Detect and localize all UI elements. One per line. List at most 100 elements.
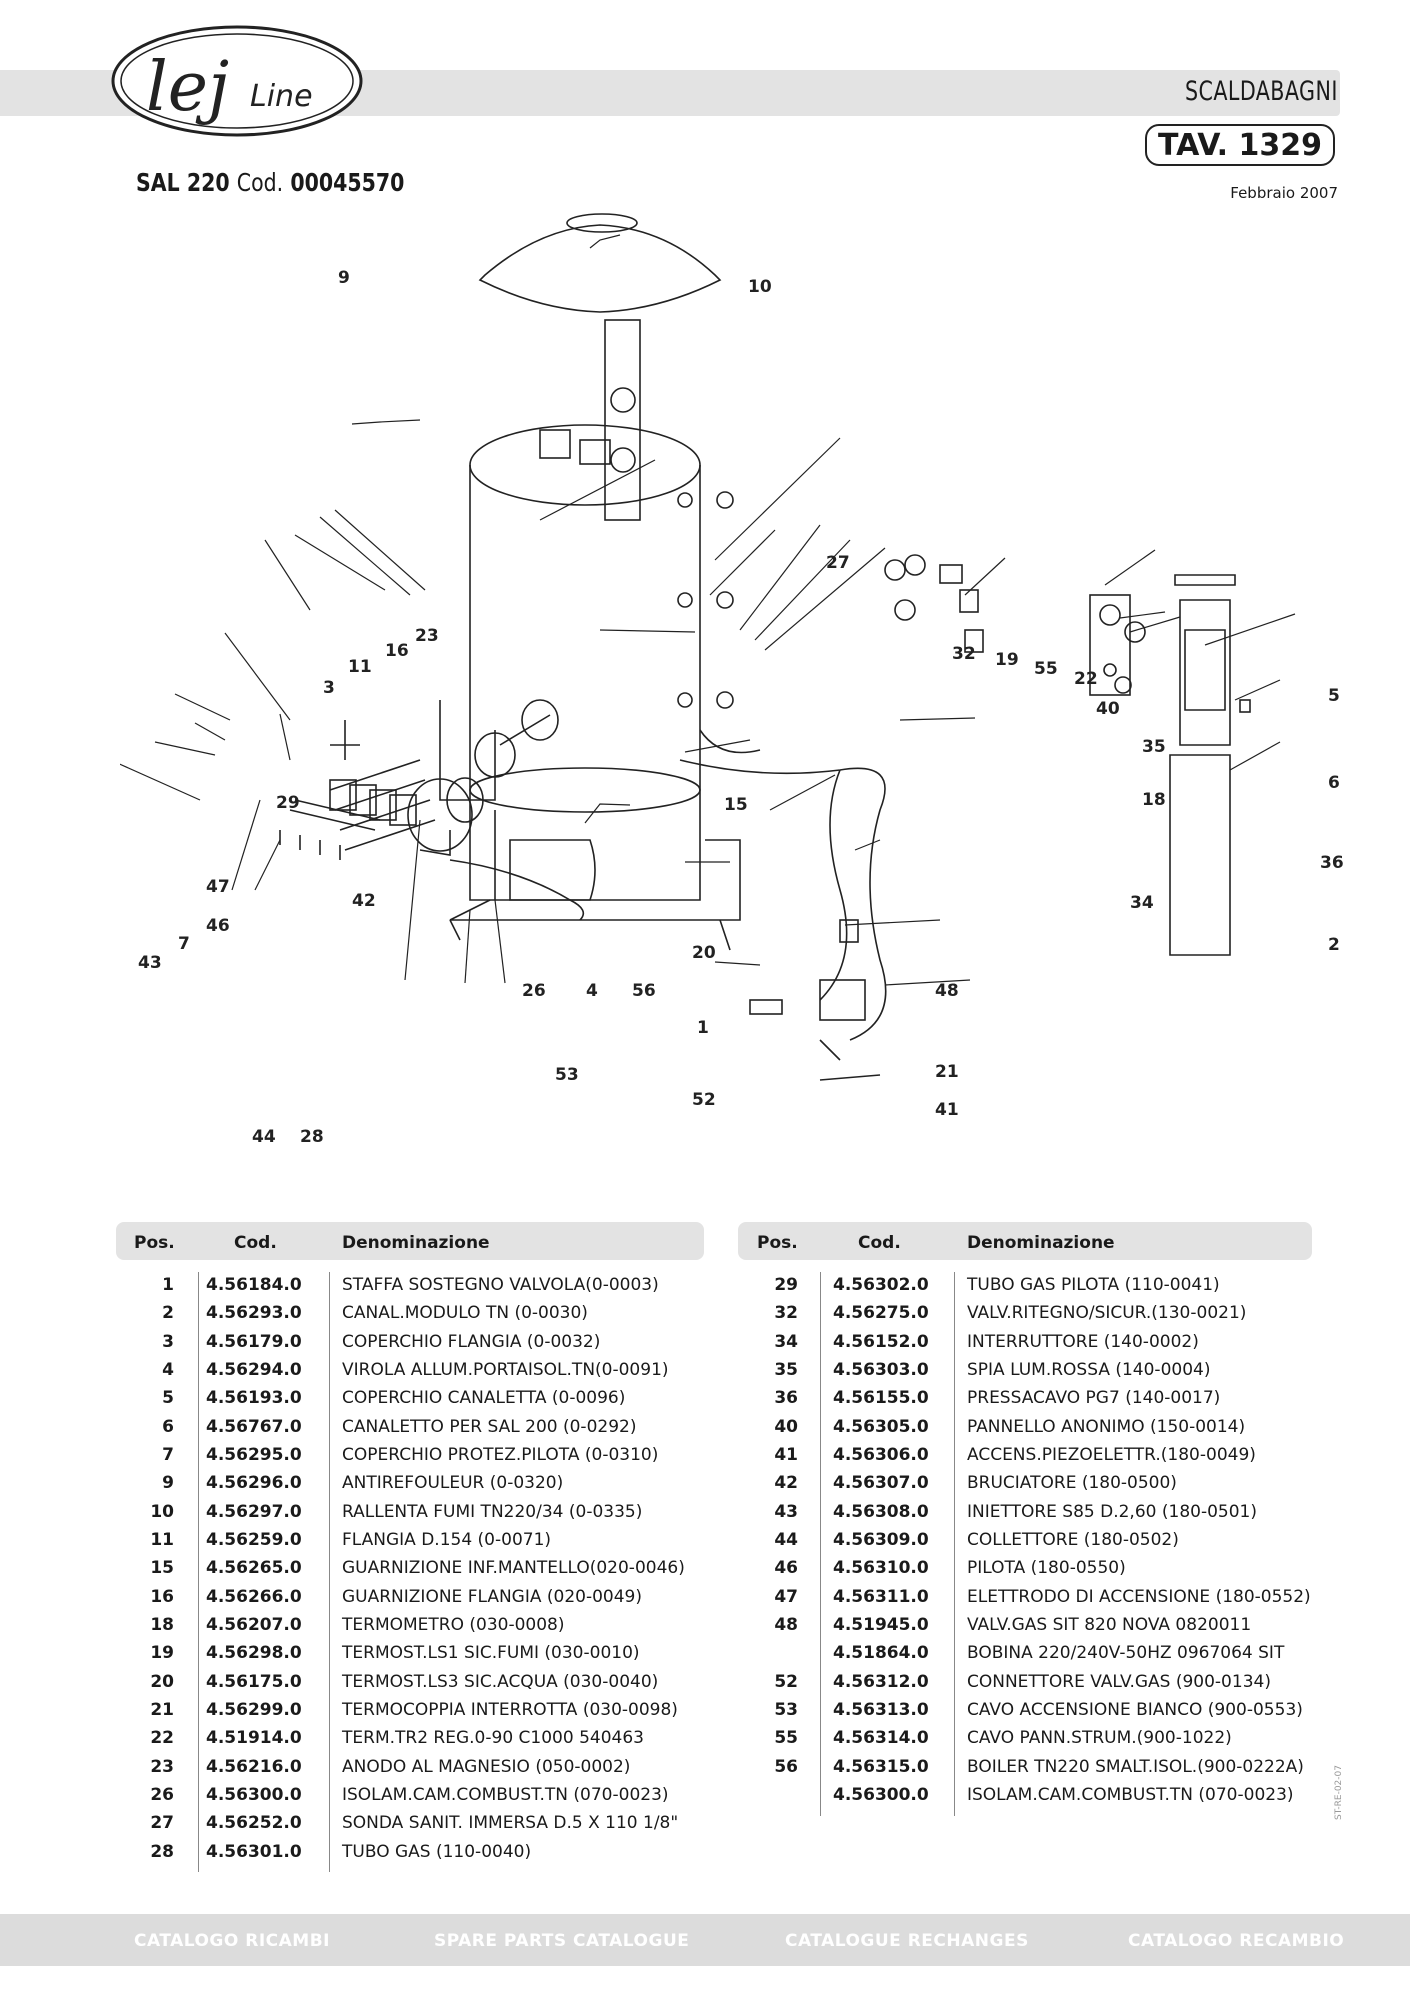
row-den: TERMOST.LS3 SIC.ACQUA (030-0040) [342, 1672, 659, 1692]
row-pos: 7 [162, 1445, 174, 1465]
table-header-right [738, 1222, 1312, 1260]
row-den: GUARNIZIONE FLANGIA (020-0049) [342, 1587, 643, 1607]
row-cod: 4.56311.0 [833, 1587, 929, 1607]
header-cod-right: Cod. [858, 1233, 901, 1253]
row-pos: 1 [162, 1275, 174, 1295]
row-cod: 4.56315.0 [833, 1757, 929, 1777]
header-den-left: Denominazione [342, 1233, 490, 1253]
row-cod: 4.56767.0 [206, 1417, 302, 1437]
burner-drawing [329, 759, 436, 851]
row-cod: 4.51945.0 [833, 1615, 929, 1635]
table-row: 36 4.56155.0 PRESSACAVO PG7 (140-0017) [0, 1388, 1340, 1414]
row-den: ANODO AL MAGNESIO (050-0002) [342, 1757, 631, 1777]
row-pos: 9 [162, 1473, 174, 1493]
table-row: 7 4.56295.0 COPERCHIO PROTEZ.PILOTA (0-0… [0, 1445, 704, 1471]
row-den: VALV.GAS SIT 820 NOVA 0820011 [967, 1615, 1252, 1635]
table-row: 10 4.56297.0 RALLENTA FUMI TN220/34 (0-0… [0, 1502, 704, 1528]
callout-9: 9 [338, 268, 350, 288]
table-row: 26 4.56300.0 ISOLAM.CAM.COMBUST.TN (070-… [0, 1785, 704, 1811]
row-cod: 4.56305.0 [833, 1417, 929, 1437]
row-den: RALLENTA FUMI TN220/34 (0-0335) [342, 1502, 643, 1522]
model-title: SAL 220 Cod. 00045570 [136, 168, 404, 197]
row-pos: 29 [774, 1275, 798, 1295]
table-row: 21 4.56299.0 TERMOCOPPIA INTERROTTA (030… [0, 1700, 704, 1726]
row-cod: 4.56310.0 [833, 1558, 929, 1578]
brand-logo: lej Line [111, 25, 363, 137]
row-den: ISOLAM.CAM.COMBUST.TN (070-0023) [342, 1785, 669, 1805]
callout-47: 47 [206, 877, 230, 897]
row-pos: 53 [774, 1700, 798, 1720]
row-den: COLLETTORE (180-0502) [967, 1530, 1179, 1550]
row-den: COPERCHIO CANALETTA (0-0096) [342, 1388, 626, 1408]
row-pos: 23 [150, 1757, 174, 1777]
callout-27: 27 [826, 553, 850, 573]
callout-55: 55 [1034, 659, 1058, 679]
table-row: 52 4.56312.0 CONNETTORE VALV.GAS (900-01… [0, 1672, 1340, 1698]
callout-22: 22 [1074, 669, 1098, 689]
table-row: 55 4.56314.0 CAVO PANN.STRUM.(900-1022) [0, 1728, 1340, 1754]
table-row: 47 4.56311.0 ELETTRODO DI ACCENSIONE (18… [0, 1587, 1340, 1613]
row-den: GUARNIZIONE INF.MANTELLO(020-0046) [342, 1558, 685, 1578]
table-row: 28 4.56301.0 TUBO GAS (110-0040) [0, 1842, 704, 1868]
table-row: 42 4.56307.0 BRUCIATORE (180-0500) [0, 1473, 1340, 1499]
row-pos: 47 [774, 1587, 798, 1607]
row-den: CANAL.MODULO TN (0-0030) [342, 1303, 588, 1323]
row-cod: 4.56314.0 [833, 1728, 929, 1748]
hood-outlet [566, 213, 638, 233]
callout-20: 20 [692, 943, 716, 963]
document-code: ST-RE-02-07 [1334, 1765, 1344, 1820]
row-den: TUBO GAS PILOTA (110-0041) [967, 1275, 1220, 1295]
cod-value: 00045570 [290, 168, 405, 197]
table-row: 29 4.56302.0 TUBO GAS PILOTA (110-0041) [0, 1275, 1340, 1301]
date-label: Febbraio 2007 [1230, 184, 1338, 202]
callout-42: 42 [352, 891, 376, 911]
row-pos: 36 [774, 1388, 798, 1408]
callout-5: 5 [1328, 686, 1340, 706]
table-row: 3 4.56179.0 COPERCHIO FLANGIA (0-0032) [0, 1332, 704, 1358]
row-cod: 4.56306.0 [833, 1445, 929, 1465]
row-den: TERM.TR2 REG.0-90 C1000 540463 [342, 1728, 644, 1748]
row-cod: 4.56295.0 [206, 1445, 302, 1465]
callout-34: 34 [1130, 893, 1154, 913]
row-pos: 19 [150, 1643, 174, 1663]
row-cod: 4.56298.0 [206, 1643, 302, 1663]
row-pos: 6 [162, 1417, 174, 1437]
row-cod: 4.56184.0 [206, 1275, 302, 1295]
row-den: BOBINA 220/240V-50HZ 0967064 SIT [967, 1643, 1285, 1663]
callout-21: 21 [935, 1062, 959, 1082]
row-den: ACCENS.PIEZOELETTR.(180-0049) [967, 1445, 1256, 1465]
row-cod: 4.51864.0 [833, 1643, 929, 1663]
wiring [679, 759, 887, 1041]
row-pos: 52 [774, 1672, 798, 1692]
row-cod: 4.56300.0 [206, 1785, 302, 1805]
callout-1: 1 [697, 1018, 709, 1038]
row-cod: 4.56294.0 [206, 1360, 302, 1380]
row-den: INIETTORE S85 D.2,60 (180-0501) [967, 1502, 1257, 1522]
callout-2: 2 [1328, 935, 1340, 955]
row-pos: 2 [162, 1303, 174, 1323]
table-row: 6 4.56767.0 CANALETTO PER SAL 200 (0-029… [0, 1417, 704, 1443]
table-row: 56 4.56315.0 BOILER TN220 SMALT.ISOL.(90… [0, 1757, 1340, 1783]
table-row: 19 4.56298.0 TERMOST.LS1 SIC.FUMI (030-0… [0, 1643, 704, 1669]
table-row: 2 4.56293.0 CANAL.MODULO TN (0-0030) [0, 1303, 704, 1329]
table-row: 11 4.56259.0 FLANGIA D.154 (0-0071) [0, 1530, 704, 1556]
catalog-title: SCALDABAGNI [1185, 76, 1338, 107]
row-den: FLANGIA D.154 (0-0071) [342, 1530, 552, 1550]
row-pos: 15 [150, 1558, 174, 1578]
row-pos: 42 [774, 1473, 798, 1493]
row-den: TUBO GAS (110-0040) [342, 1842, 532, 1862]
callout-28: 28 [300, 1127, 324, 1147]
gas-pipe [449, 859, 585, 921]
row-den: COPERCHIO FLANGIA (0-0032) [342, 1332, 601, 1352]
exploded-diagram: 9 10 27 23 16 11 3 29 32 19 55 22 40 5 3… [120, 213, 1344, 1147]
table-number-badge: TAV. 1329 [1145, 124, 1335, 166]
row-cod: 4.56300.0 [833, 1785, 929, 1805]
row-cod: 4.56309.0 [833, 1530, 929, 1550]
row-cod: 4.56299.0 [206, 1700, 302, 1720]
row-pos: 5 [162, 1388, 174, 1408]
table-row: 35 4.56303.0 SPIA LUM.ROSSA (140-0004) [0, 1360, 1340, 1386]
row-den: PRESSACAVO PG7 (140-0017) [967, 1388, 1221, 1408]
row-cod: 4.56207.0 [206, 1615, 302, 1635]
table-row: 20 4.56175.0 TERMOST.LS3 SIC.ACQUA (030-… [0, 1672, 704, 1698]
cod-label: Cod. [236, 168, 284, 197]
